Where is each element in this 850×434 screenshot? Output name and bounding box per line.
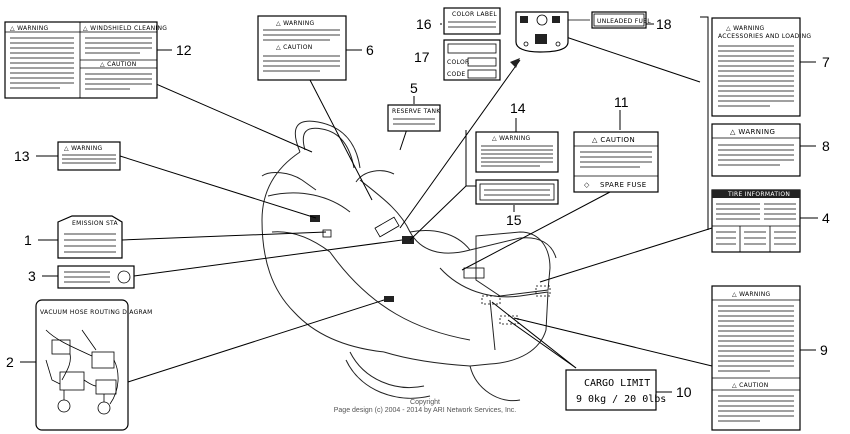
callout-8: 8 [822, 138, 830, 154]
label-11-caution-fuse: △ CAUTION ◇ SPARE FUSE 11 [573, 94, 659, 193]
callout-15: 15 [506, 212, 522, 228]
label-16-title: COLOR LABEL [452, 11, 497, 18]
copyright-line1: Copyright [410, 399, 440, 406]
callout-9: 9 [820, 342, 828, 358]
callout-17: 17 [414, 49, 430, 65]
label-13-warning: △ WARNING 13 [14, 141, 121, 171]
label-17-color: COLOR [447, 59, 469, 66]
label-12-warning-windshield: △ WARNING △ WINDSHIELD CLEANING △ CAUTIO… [4, 21, 192, 99]
label-11-spare-fuse-icon: ◇ [584, 181, 590, 189]
label-5-title: RESERVE TANK [392, 108, 441, 115]
label-15-plate: 15 [475, 179, 559, 228]
label-6-warning-text: △ WARNING [276, 20, 315, 27]
callout-5: 5 [410, 80, 418, 96]
callout-7: 7 [822, 54, 830, 70]
callout-12: 12 [176, 42, 192, 58]
label-12-warning-text: △ WARNING [10, 25, 49, 32]
label-14-warning: △ WARNING [492, 135, 531, 142]
label-6-caution-text: △ CAUTION [276, 44, 313, 51]
callout-14: 14 [510, 100, 526, 116]
callout-4: 4 [822, 210, 830, 226]
label-11-spare-fuse: SPARE FUSE [600, 181, 647, 189]
label-1-emission-text: EMISSION STA [72, 220, 119, 227]
label-7-warning: △ WARNING [726, 25, 765, 32]
label-10-cargo-limit: CARGO LIMIT 9 0kg / 20 0lbs 10 [565, 369, 692, 411]
label-8-warning: △ WARNING 8 [711, 123, 830, 177]
callout-11: 11 [614, 94, 629, 110]
fuel-cap-diagram [515, 11, 590, 53]
callout-13: 13 [14, 148, 30, 164]
motorcycle-outline [261, 120, 557, 402]
label-8-warning: △ WARNING [730, 128, 775, 136]
label-6-warning-caution: △ WARNING △ CAUTION 6 [257, 15, 374, 81]
label-9-warning-caution: △ WARNING △ CAUTION 9 [711, 285, 828, 431]
leader-lines [20, 16, 818, 393]
label-16-color-label: COLOR LABEL 16 [416, 7, 501, 35]
callout-16: 16 [416, 16, 432, 32]
label-13-warning: △ WARNING [64, 145, 103, 152]
label-7-accessories: △ WARNING ACCESSORIES AND LOADING 7 [711, 17, 830, 117]
label-2-vacuum-hose: VACUUM HOSE ROUTING DIAGRAM 2 [6, 299, 153, 431]
callout-6: 6 [366, 42, 374, 58]
label-11-caution: △ CAUTION [592, 136, 635, 144]
label-4-tire-info: TIRE INFORMATION 4 [711, 189, 830, 253]
callout-3: 3 [28, 268, 36, 284]
callout-18: 18 [656, 16, 672, 32]
label-2-title: VACUUM HOSE ROUTING DIAGRAM [40, 309, 153, 316]
label-17-color-code: COLOR CODE 17 [414, 39, 501, 81]
label-14-warning: △ WARNING 14 [475, 100, 559, 173]
label-4-title: TIRE INFORMATION [727, 191, 790, 198]
label-7-title: ACCESSORIES AND LOADING [718, 33, 811, 40]
label-12-caution-text: △ CAUTION [100, 61, 137, 68]
label-10-title: CARGO LIMIT [584, 378, 650, 389]
copyright-notice: Copyright Page design (c) 2004 - 2014 by… [334, 399, 517, 414]
label-17-code: CODE [447, 71, 466, 78]
label-18-title: UNLEADED FUEL [597, 18, 651, 25]
callout-2: 2 [6, 354, 14, 370]
callout-10: 10 [676, 384, 692, 400]
callout-1: 1 [24, 232, 32, 248]
label-3-plate: 3 [28, 265, 135, 289]
copyright-line2: Page design (c) 2004 - 2014 by ARI Netwo… [334, 407, 517, 414]
label-5-reserve-tank: RESERVE TANK 5 [387, 80, 441, 132]
label-12-windshield-text: △ WINDSHIELD CLEANING [83, 25, 167, 32]
vacuum-hose-schematic [45, 329, 119, 415]
label-18-unleaded-fuel: UNLEADED FUEL 18 [591, 11, 672, 32]
label-10-value: 9 0kg / 20 0lbs [576, 394, 666, 405]
label-9-warning: △ WARNING [732, 291, 771, 298]
label-3-emblem-icon [117, 270, 131, 284]
label-1-emission: EMISSION STA 1 [24, 215, 123, 259]
label-9-caution: △ CAUTION [732, 382, 769, 389]
